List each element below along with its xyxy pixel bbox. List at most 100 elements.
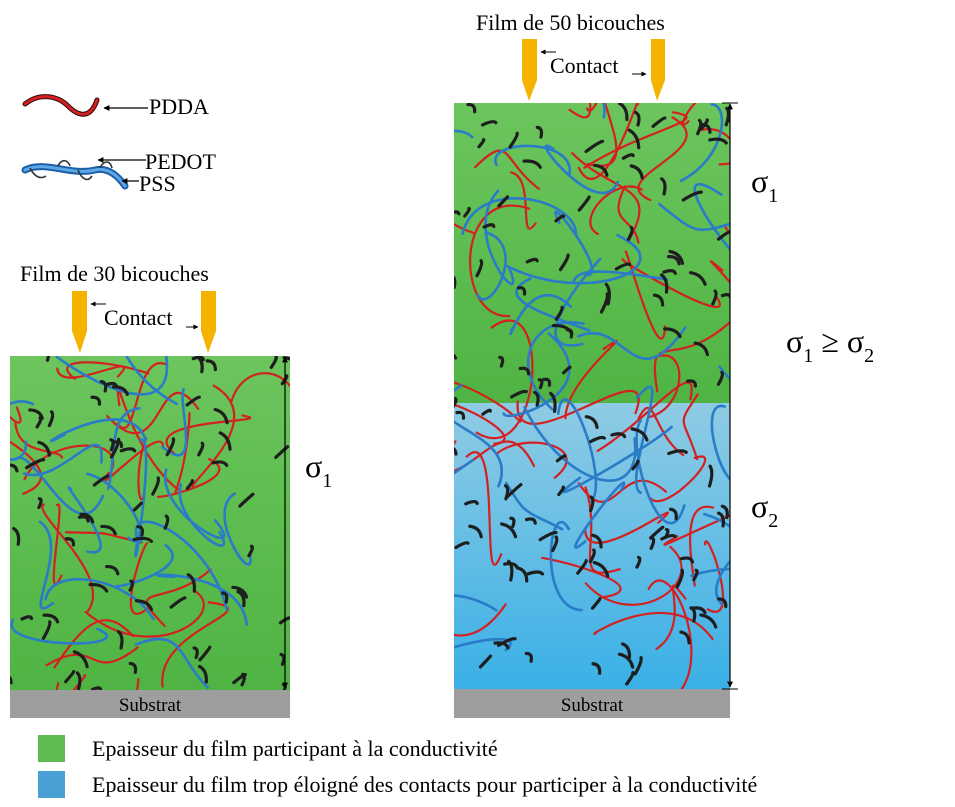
pedot-chain: [592, 561, 610, 578]
pedot-chain: [555, 454, 567, 463]
pss-chain: [10, 440, 28, 461]
pedot-chain: [516, 286, 527, 296]
pdda-chain: [516, 389, 640, 425]
pdda-chain: [454, 222, 475, 235]
pss-chain: [484, 189, 515, 286]
pdda-chain: [66, 361, 150, 380]
pss-chain: [509, 294, 573, 336]
pdda-chain-icon: [22, 94, 100, 117]
pss-chain: [454, 637, 512, 652]
pedot-chain: [503, 562, 520, 570]
pedot-chain: [667, 449, 688, 456]
pedot-chain: [493, 641, 510, 650]
pedot-chain: [79, 512, 95, 524]
pedot-chain: [625, 671, 635, 686]
pedot-chain: [185, 395, 201, 407]
pedot-chain: [533, 390, 540, 407]
pedot-chain: [42, 613, 60, 624]
pss-chain: [14, 456, 105, 516]
pss-chain: [601, 103, 606, 119]
pss-chain: [454, 384, 503, 488]
pedot-chain: [630, 427, 649, 442]
pdda-chain: [649, 455, 707, 502]
pdda-chain: [103, 440, 165, 482]
pedot-chain: [75, 671, 82, 690]
pss-chain: [689, 567, 730, 578]
pedot-chain: [584, 415, 599, 430]
pedot-chain: [557, 485, 566, 497]
film-50-substrate-label: Substrat: [561, 695, 624, 716]
pedot-chain: [663, 327, 682, 339]
pdda-label: PDDA: [149, 94, 209, 119]
pedot-chain: [692, 568, 699, 582]
pedot-chain: [151, 476, 161, 496]
pss-chain: [10, 400, 35, 406]
pss-chain: [635, 385, 654, 494]
pedot-chain: [37, 497, 43, 510]
pedot-chain: [554, 214, 566, 223]
pedot-chain: [652, 293, 665, 307]
pss-chain: [544, 144, 620, 195]
pedot-chain: [92, 474, 110, 487]
pdda-chain: [709, 260, 730, 285]
pedot-chain: [119, 447, 137, 453]
pss-chain: [134, 438, 148, 558]
pedot-chain: [77, 515, 90, 523]
pss-chain: [554, 257, 602, 347]
pss-chain: [163, 468, 226, 540]
pss-chain: [710, 404, 730, 481]
pedot-chain: [524, 517, 537, 525]
pdda-chain: [540, 556, 622, 599]
pedot-chain: [41, 620, 52, 640]
legend-swatch-blue: [38, 771, 65, 798]
pedot-chain: [700, 122, 712, 134]
pedot-chain: [503, 484, 510, 501]
pdda-chain: [585, 103, 598, 112]
pedot-chain: [554, 305, 564, 321]
pdda-chain: [84, 589, 205, 638]
pedot-chain: [132, 536, 154, 543]
pedot-chain: [591, 662, 602, 675]
pedot-chain: [163, 514, 170, 530]
pdda-chain: [173, 412, 191, 495]
pss-chain: [505, 233, 642, 285]
pss-chain: [178, 483, 226, 547]
pdda-chain: [454, 403, 506, 445]
pedot-chain: [689, 606, 697, 623]
pedot-chain: [535, 125, 544, 139]
pss-chain: [658, 202, 730, 231]
pss-chain: [574, 481, 626, 549]
pedot-chain: [509, 516, 516, 528]
pss-chain: [515, 277, 591, 332]
film-50-substrate: [454, 689, 730, 718]
pedot-chain: [128, 579, 135, 592]
pss-chain: [502, 332, 571, 418]
legend-text-far: Epaisseur du film trop éloigné des conta…: [92, 772, 758, 797]
pedot-chain: [99, 380, 108, 393]
pdda-chain: [568, 103, 592, 119]
film-30-sigma: σ1: [305, 448, 332, 492]
pdda-chain: [56, 365, 126, 379]
pdda-chain: [10, 406, 22, 424]
pss-chain: [718, 365, 730, 381]
pedot-chain: [565, 328, 574, 339]
pedot-chain: [20, 615, 34, 621]
pedot-chain: [455, 410, 466, 420]
pedot-chain: [466, 103, 477, 114]
pedot-chain: [197, 664, 208, 684]
pdda-chain: [454, 381, 522, 423]
pedot-chain: [668, 249, 685, 266]
pedot-chain: [165, 437, 176, 457]
pedot-chain: [64, 669, 76, 684]
probe-right-2: [651, 39, 665, 101]
pedot-chain: [134, 599, 154, 611]
pdda-chain: [10, 440, 43, 495]
pedot-chain: [711, 289, 718, 306]
pedot-chain: [37, 440, 51, 457]
pss-chain: [576, 326, 687, 361]
pedot-chain: [717, 597, 728, 609]
pedot-chain: [132, 501, 143, 512]
pedot-chain: [24, 458, 46, 470]
pss-label: PSS: [139, 171, 176, 196]
pdda-chain: [55, 682, 60, 690]
